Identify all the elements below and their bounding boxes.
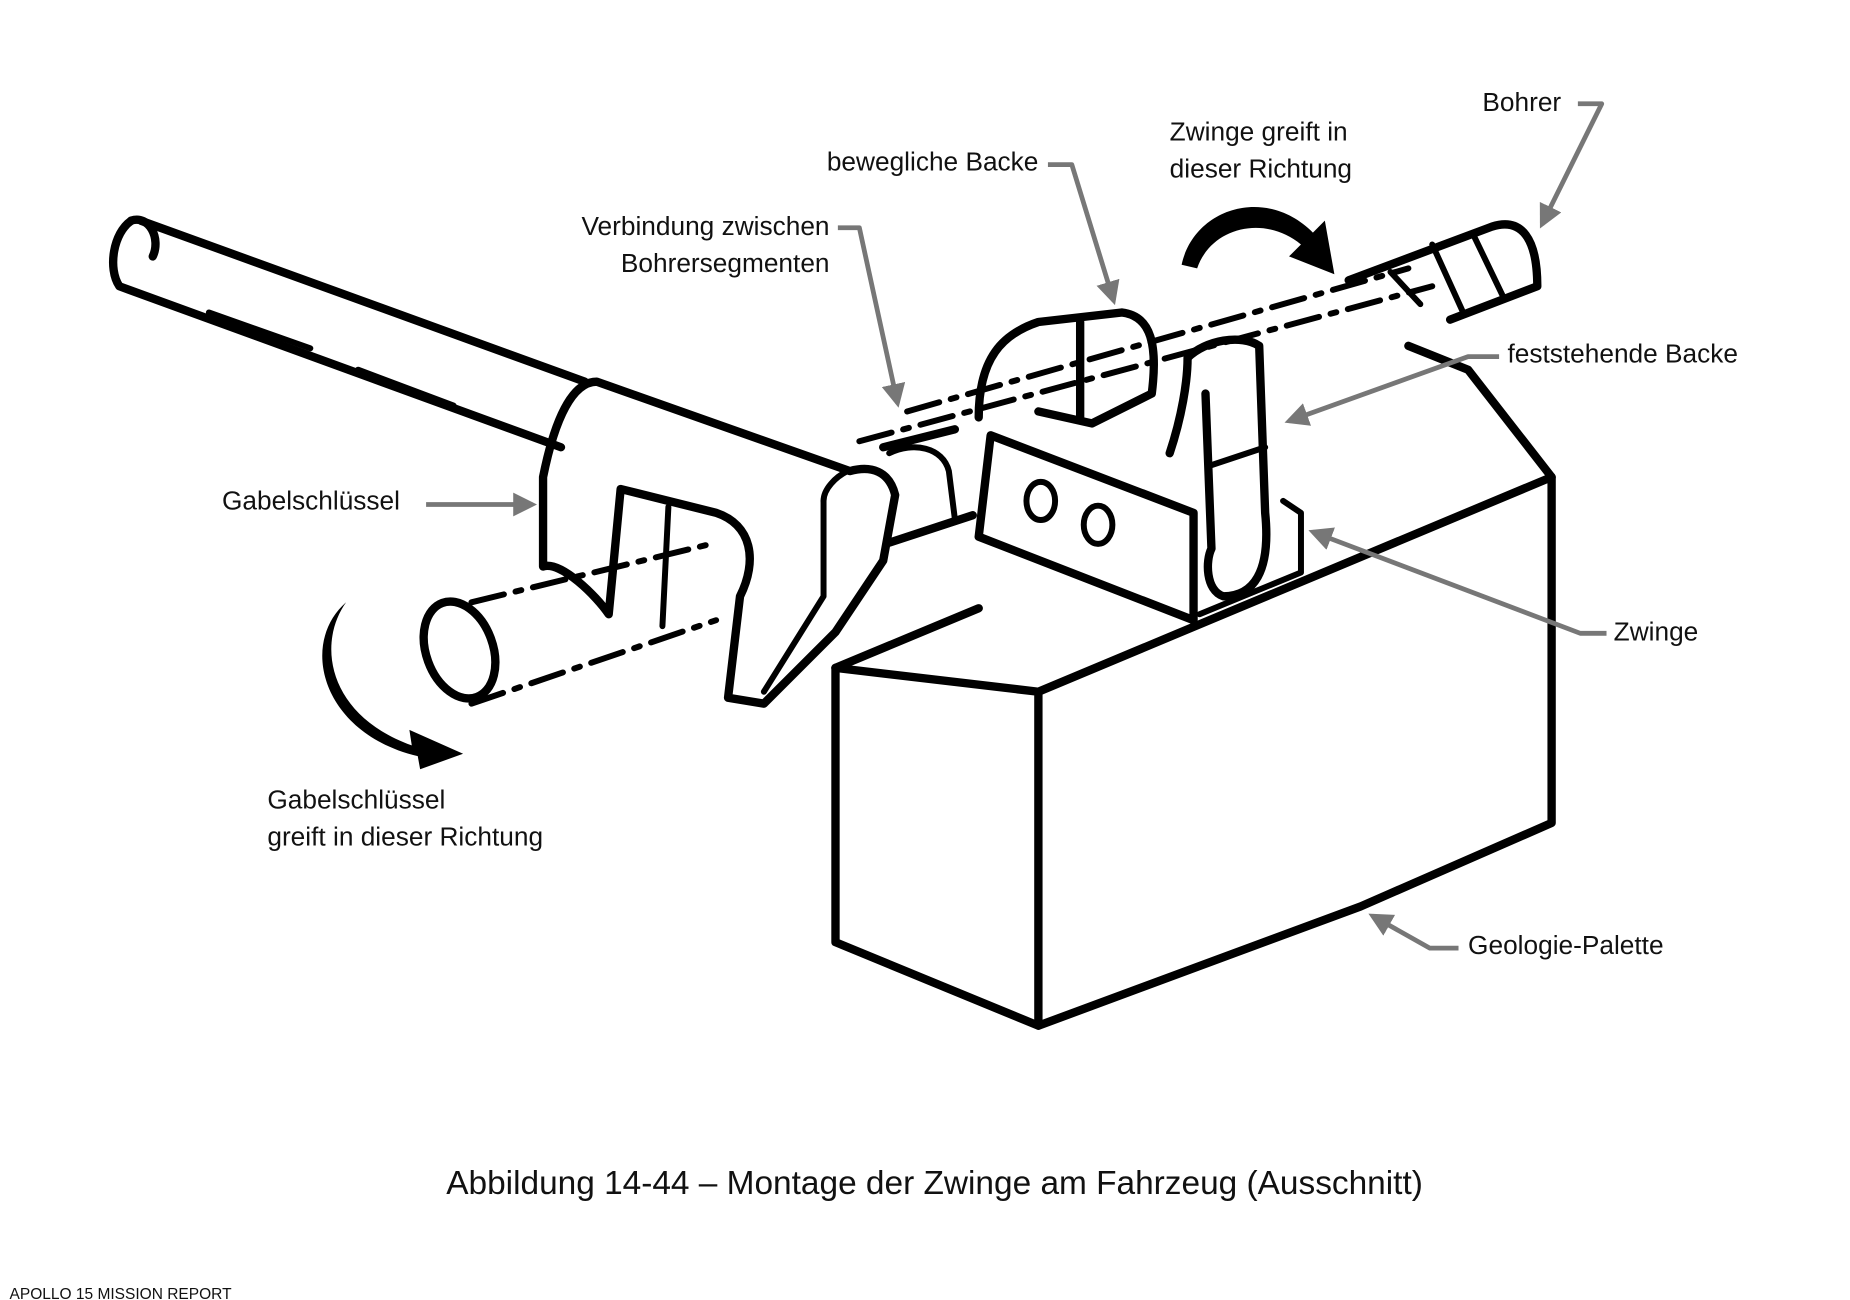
leader-feststehende-backe <box>1284 354 1500 426</box>
label-gabel-direction-1: Gabelschlüssel <box>267 785 445 815</box>
clamp-drawing <box>974 308 1304 625</box>
label-gabel-direction-2: greift in dieser Richtung <box>267 822 543 852</box>
label-bewegliche-backe: bewegliche Backe <box>827 147 1039 177</box>
label-bohrer: Bohrer <box>1482 87 1561 117</box>
label-zwinge-direction-2: dieser Richtung <box>1170 154 1352 184</box>
label-zwinge: Zwinge <box>1614 616 1699 646</box>
drill-rod-drawing <box>108 215 1436 547</box>
leader-lines <box>426 101 1607 951</box>
label-feststehende-backe: feststehende Backe <box>1507 339 1738 369</box>
wrench-rotation-arrow <box>322 602 464 770</box>
label-gabelschluessel: Gabelschlüssel <box>222 485 400 515</box>
leader-bohrer <box>1539 101 1605 229</box>
leader-bewegliche-backe <box>1047 162 1120 306</box>
label-verbindung-2: Bohrersegmenten <box>621 248 830 278</box>
page-footer: APOLLO 15 MISSION REPORT <box>10 1286 233 1300</box>
clamp-rotation-arrow <box>1181 207 1335 275</box>
rod-segment-drawing <box>419 539 720 707</box>
leader-geologie-palette <box>1368 913 1459 951</box>
label-geologie-palette: Geologie-Palette <box>1468 930 1664 960</box>
figure-caption: Abbildung 14-44 – Montage der Zwinge am … <box>446 1165 1423 1202</box>
leader-zwinge <box>1308 527 1607 636</box>
drill-bit-drawing <box>1344 220 1542 324</box>
label-zwinge-direction-1: Zwinge greift in <box>1170 117 1348 147</box>
wrench-drawing <box>538 377 958 708</box>
label-verbindung-1: Verbindung zwischen <box>581 211 829 241</box>
rotation-arrows <box>322 207 1335 770</box>
leader-verbindung <box>837 225 906 408</box>
geology-pallet-drawing <box>831 341 1556 1030</box>
